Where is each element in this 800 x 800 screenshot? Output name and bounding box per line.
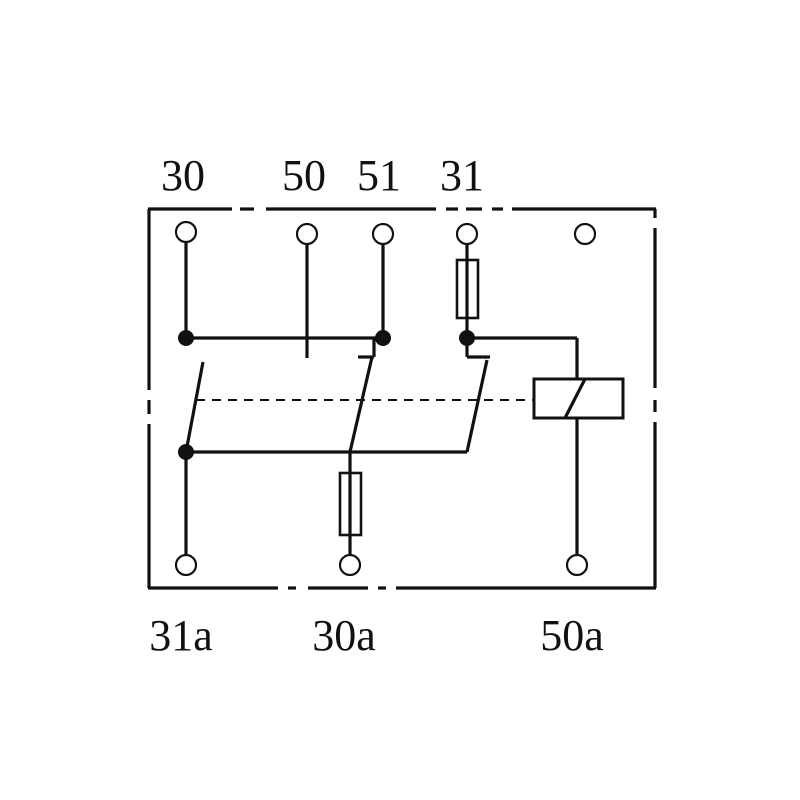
label-terminal-31a: 31a <box>149 611 213 660</box>
label-terminal-30: 30 <box>161 151 205 200</box>
junction-node-51 <box>375 330 391 346</box>
junction-node-30 <box>178 330 194 346</box>
terminal-unlabeled <box>573 222 597 246</box>
terminal-30a <box>338 553 362 577</box>
terminal-31a <box>174 553 198 577</box>
terminal-30 <box>174 220 198 244</box>
label-terminal-30a: 30a <box>312 611 376 660</box>
junction-node-31a <box>178 444 194 460</box>
label-terminal-50: 50 <box>282 151 326 200</box>
terminal-51 <box>371 222 395 246</box>
label-terminal-31: 31 <box>440 151 484 200</box>
label-terminal-50a: 50a <box>540 611 604 660</box>
label-terminal-51: 51 <box>357 151 401 200</box>
terminal-50a <box>565 553 589 577</box>
relay-coil <box>532 377 625 420</box>
wiring <box>184 243 579 554</box>
terminal-31 <box>455 222 479 246</box>
terminal-50 <box>295 222 319 246</box>
housing-outline <box>147 207 657 590</box>
junction-node-31 <box>459 330 475 346</box>
